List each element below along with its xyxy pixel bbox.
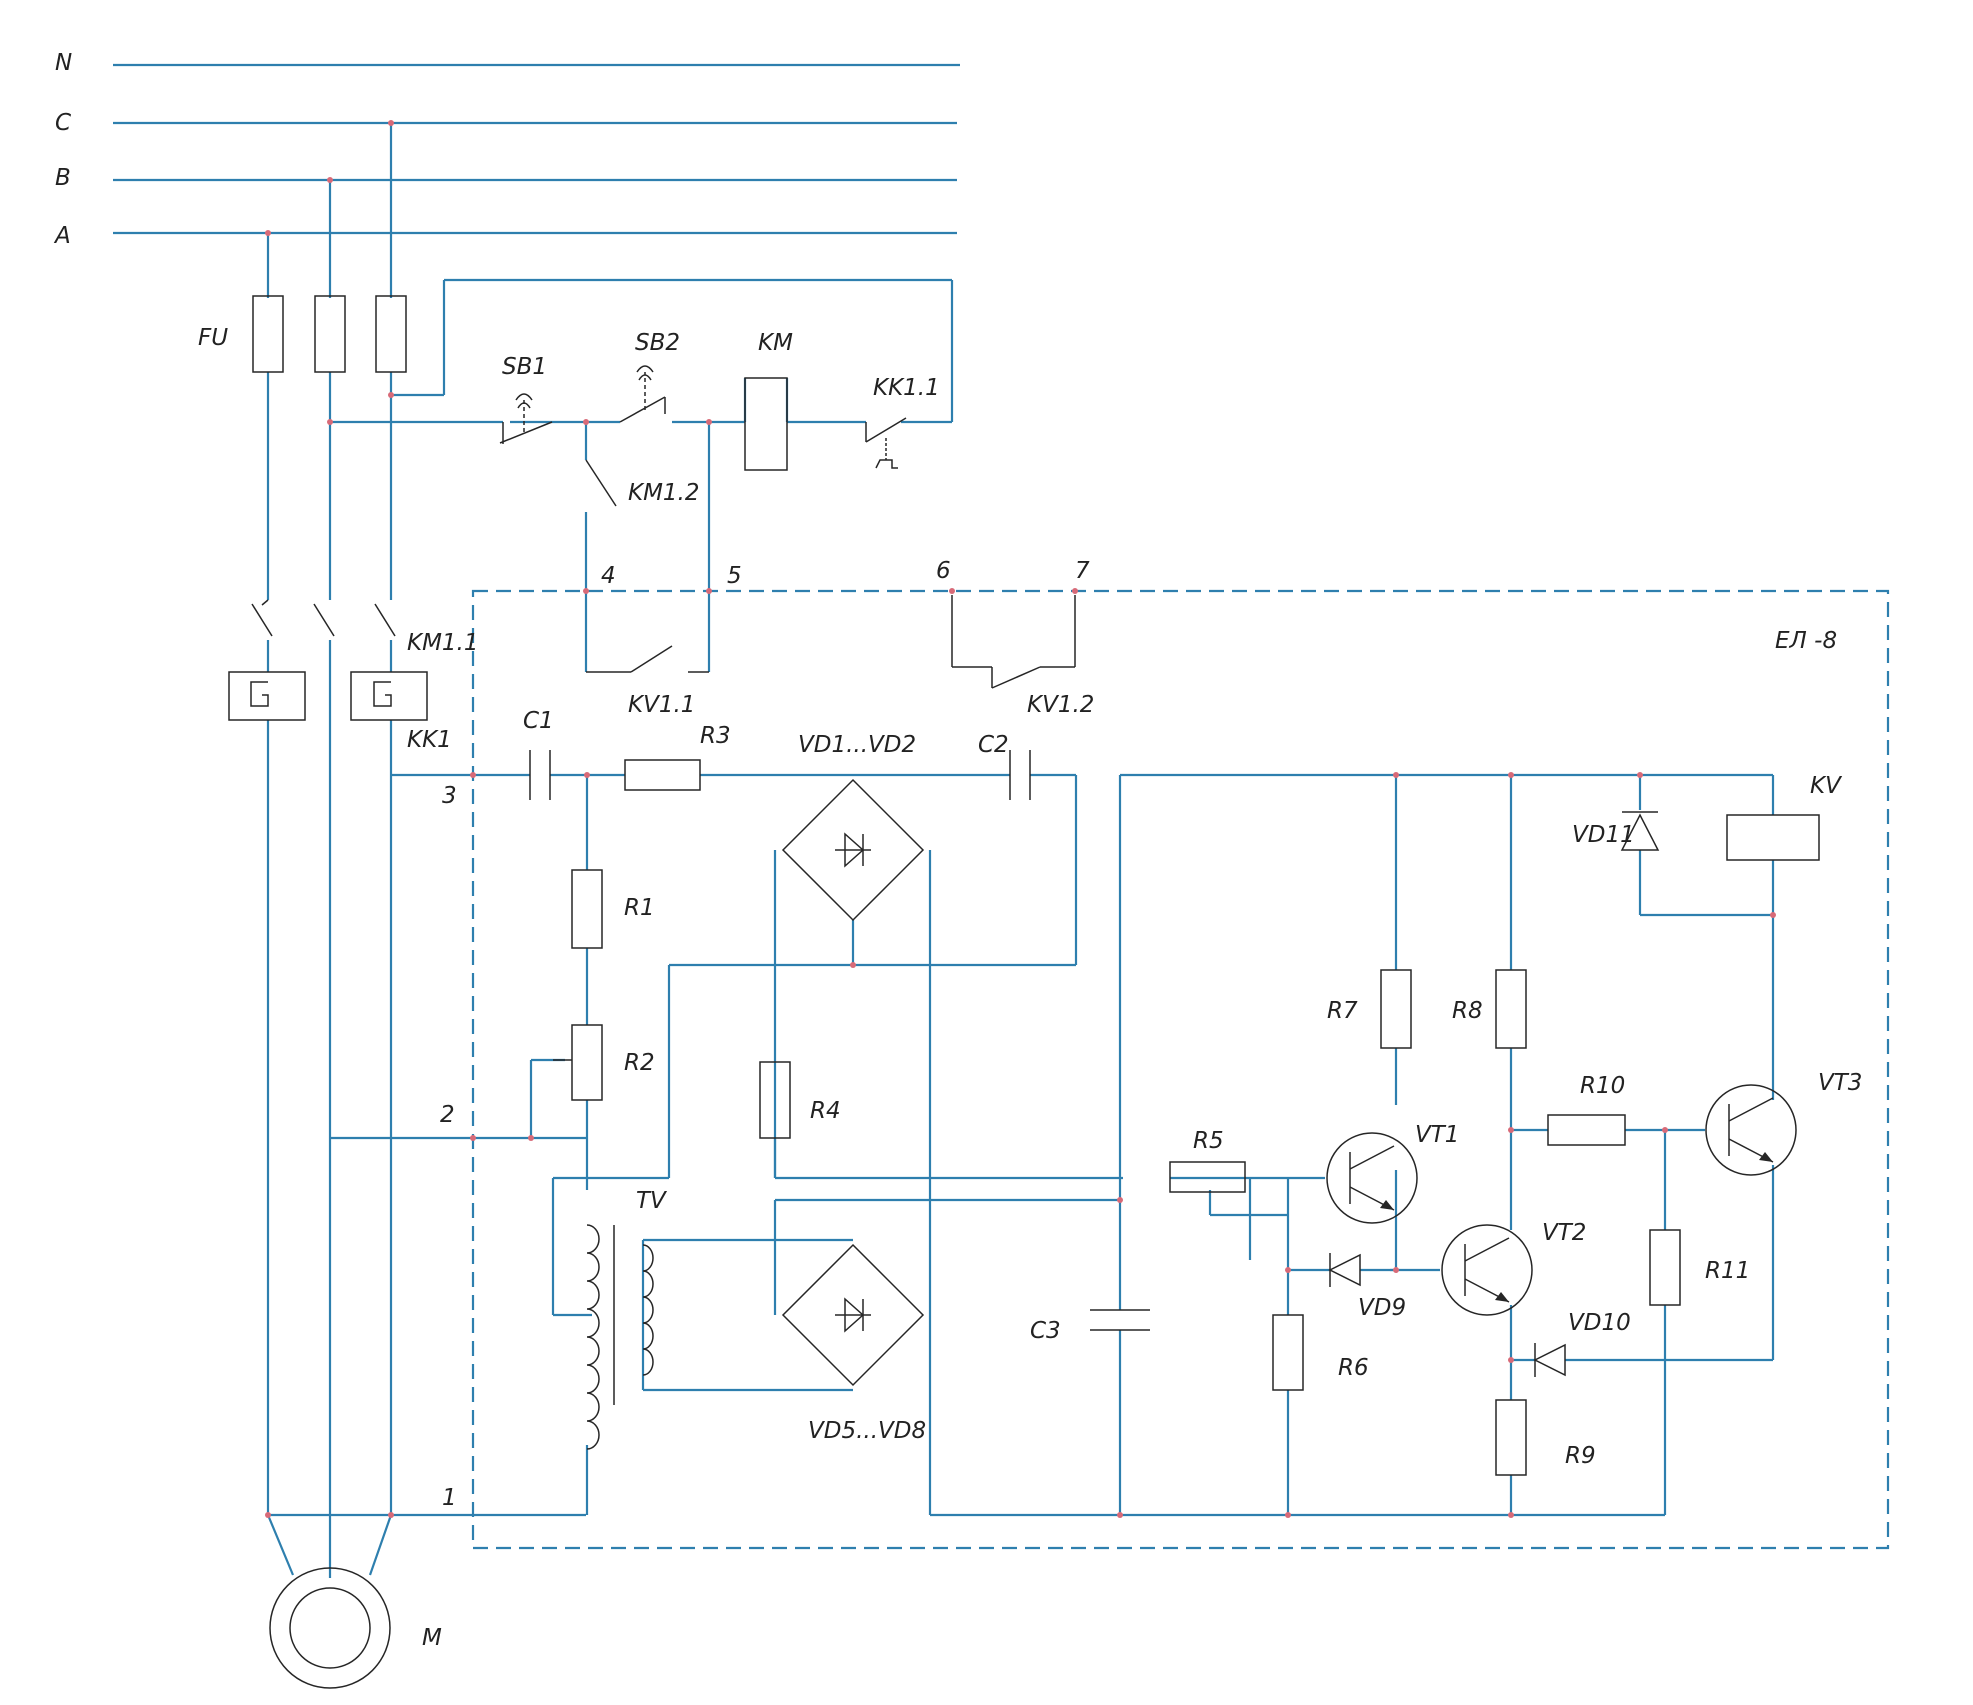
fuse-fu: [252, 295, 407, 373]
label-r4: R4: [810, 1098, 841, 1124]
label-sb1: SB1: [502, 354, 547, 380]
label-r6: R6: [1338, 1355, 1369, 1381]
label-vt1: VT1: [1415, 1122, 1459, 1148]
contact-kk11: [865, 417, 907, 469]
transistor-vt3: [1705, 1084, 1797, 1176]
resistor-r3: [624, 759, 701, 791]
node-label-3: 3: [442, 783, 457, 809]
bridge-vd1-vd2: [782, 779, 924, 921]
label-vd9: VD9: [1358, 1295, 1406, 1321]
motor-m: [269, 1567, 391, 1689]
capacitor-c2: [1009, 750, 1031, 800]
transistor-vt1: [1326, 1132, 1418, 1224]
label-r9: R9: [1565, 1443, 1596, 1469]
capacitor-c1: [529, 750, 551, 800]
labels: N C B A FU SB1 SB2 KM KK1.1 KM1.2 4 5 6 …: [53, 50, 1862, 1651]
contact-km12: [585, 459, 617, 507]
label-vd11: VD11: [1572, 822, 1635, 848]
bridge-vd5-vd8: [782, 1244, 924, 1386]
label-r7: R7: [1327, 998, 1358, 1024]
resistor-r7: [1380, 969, 1412, 1049]
resistor-r11: [1649, 1229, 1681, 1306]
label-vt2: VT2: [1542, 1220, 1586, 1246]
resistor-r1: [571, 869, 603, 949]
power-circuit: [251, 123, 586, 1578]
label-km12: KM1.2: [628, 480, 700, 506]
phase-label-b: B: [55, 165, 71, 191]
button-sb1: [499, 393, 553, 444]
el8-circuit: [330, 773, 1775, 1517]
label-c3: C3: [1030, 1318, 1061, 1344]
label-r2: R2: [624, 1050, 655, 1076]
resistor-r8: [1495, 969, 1527, 1049]
contact-kv11: [586, 645, 709, 673]
label-r1: R1: [624, 895, 655, 921]
label-r5: R5: [1193, 1128, 1224, 1154]
resistor-r4: [759, 1061, 791, 1139]
label-kk1: KK1: [407, 727, 452, 753]
node-label-2: 2: [440, 1102, 455, 1128]
resistor-r5: [1169, 1161, 1246, 1193]
label-r11: R11: [1705, 1258, 1750, 1284]
label-sb2: SB2: [635, 330, 680, 356]
coil-kv: [1726, 814, 1820, 861]
button-sb2: [619, 365, 666, 423]
label-km11: KM1.1: [407, 630, 479, 656]
label-vd10: VD10: [1568, 1310, 1631, 1336]
resistor-r10: [1547, 1114, 1626, 1146]
label-m: M: [422, 1625, 442, 1651]
thermal-relay-kk1: [228, 671, 428, 721]
transformer-tv: [586, 1224, 654, 1450]
label-kv11: KV1.1: [628, 692, 695, 718]
transistor-vt2: [1441, 1224, 1533, 1316]
diode-vd10: [1533, 1343, 1566, 1377]
label-vt3: VT3: [1818, 1070, 1862, 1096]
diode-vd9: [1328, 1253, 1361, 1287]
label-r3: R3: [700, 723, 731, 749]
node-label-1: 1: [442, 1485, 457, 1511]
phase-label-c: C: [55, 110, 71, 136]
label-km: KM: [758, 330, 793, 356]
junction-dots: [265, 120, 1776, 1518]
label-c2: C2: [978, 732, 1009, 758]
coil-km: [744, 377, 788, 471]
label-vd5-vd8: VD5...VD8: [808, 1418, 926, 1444]
label-r10: R10: [1580, 1073, 1625, 1099]
resistor-r2: [571, 1024, 603, 1101]
node-label-5: 5: [727, 563, 742, 589]
label-kk11: KK1.1: [873, 375, 940, 401]
label-r8: R8: [1452, 998, 1483, 1024]
phase-label-a: A: [53, 223, 71, 249]
label-c1: C1: [523, 708, 554, 734]
node-label-6: 6: [936, 558, 951, 584]
phase-label-n: N: [55, 50, 72, 76]
el8-frame: [471, 589, 1890, 1550]
node-label-4: 4: [601, 563, 616, 589]
resistor-r6: [1272, 1314, 1304, 1391]
contact-kv12: [951, 595, 1076, 689]
diode-vd11: [1620, 811, 1660, 851]
label-kv12: KV1.2: [1027, 692, 1094, 718]
capacitor-c3: [1090, 1309, 1150, 1331]
label-tv: TV: [636, 1188, 668, 1214]
label-kv: KV: [1810, 773, 1843, 799]
power-bus: [113, 63, 960, 235]
label-fu: FU: [198, 325, 228, 351]
label-el8: ЕЛ -8: [1775, 628, 1837, 654]
label-vd1-vd2: VD1...VD2: [798, 732, 916, 758]
node-label-7: 7: [1075, 558, 1090, 584]
resistor-r9: [1495, 1399, 1527, 1476]
